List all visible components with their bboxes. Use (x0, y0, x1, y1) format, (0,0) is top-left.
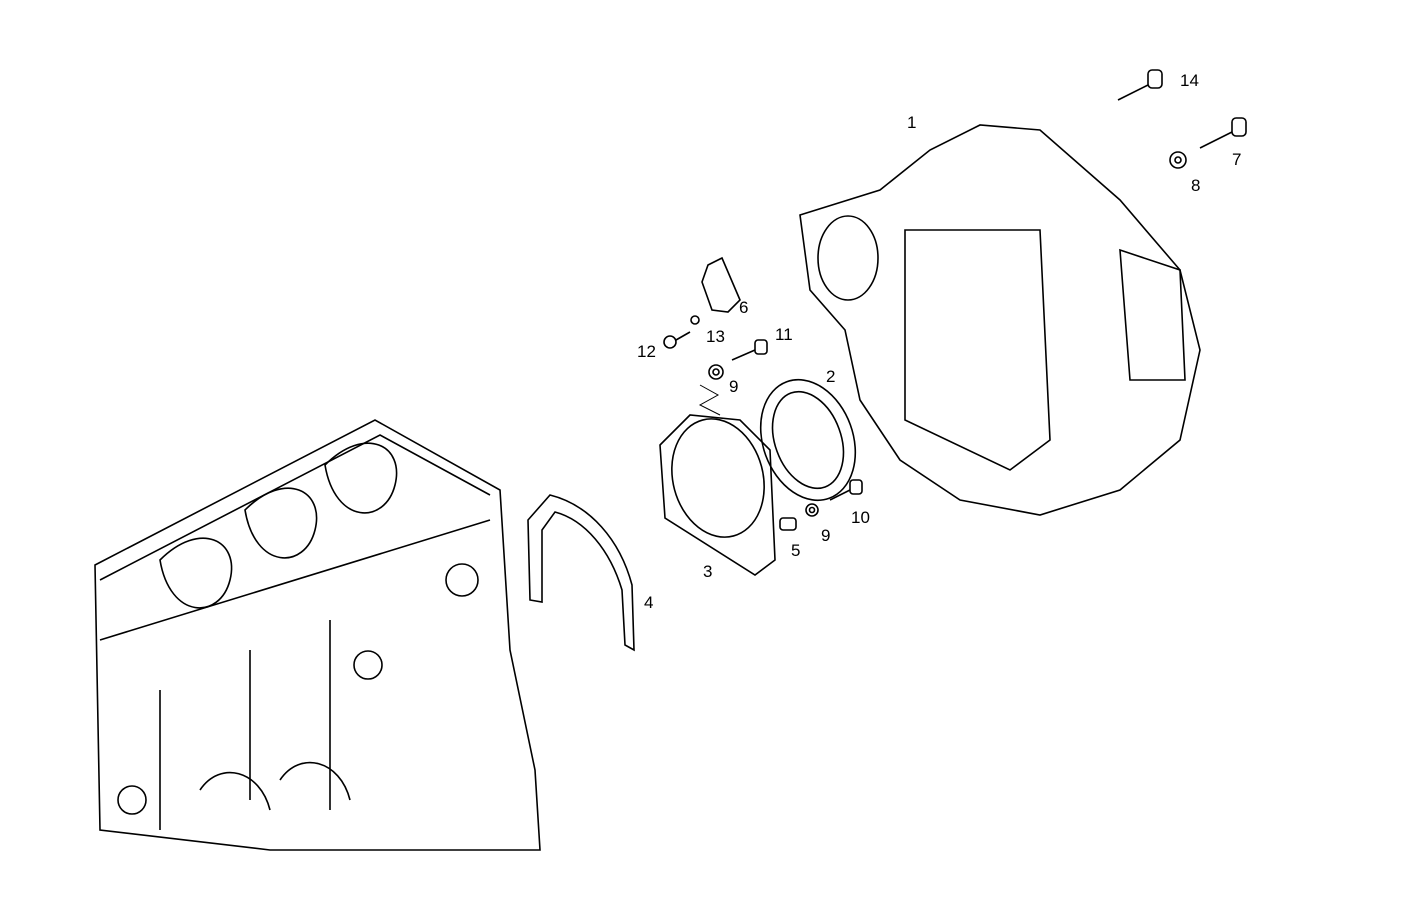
leader-line (698, 384, 721, 416)
bolt-part-7 (1199, 117, 1247, 149)
bolt-part-11 (731, 339, 768, 361)
part-label-6: 6 (739, 298, 749, 317)
gasket-part-4 (527, 494, 635, 652)
part-label-5: 5 (791, 541, 801, 560)
washer-part-9-lower (805, 503, 819, 517)
part-label-3: 3 (703, 562, 713, 581)
part-label-4: 4 (644, 593, 654, 612)
washer-part-8 (1169, 151, 1187, 169)
part-label-10: 10 (851, 508, 870, 527)
washer-part-13 (690, 315, 700, 325)
bolt-part-14 (1117, 69, 1163, 101)
part-label-1: 1 (907, 113, 917, 132)
part-label-9-upper: 9 (729, 377, 739, 396)
bolt-part-12 (663, 331, 691, 349)
cover-plate-part-6 (701, 256, 741, 313)
oil-seal-part-2 (759, 378, 857, 502)
washer-part-9-upper (708, 364, 724, 380)
seal-housing-part-3 (659, 414, 776, 576)
part-label-14: 14 (1180, 71, 1199, 90)
part-label-7: 7 (1232, 150, 1242, 169)
part-label-8: 8 (1191, 176, 1201, 195)
part-label-13: 13 (706, 327, 725, 346)
engine-block (94, 419, 541, 851)
bolt-part-10 (829, 479, 863, 501)
dowel-part-5 (779, 517, 797, 531)
part-label-9-lower: 9 (821, 526, 831, 545)
flywheel-housing-part-1 (799, 124, 1201, 516)
part-label-2: 2 (826, 367, 836, 386)
part-label-11: 11 (775, 325, 793, 344)
part-label-12: 12 (637, 342, 656, 361)
